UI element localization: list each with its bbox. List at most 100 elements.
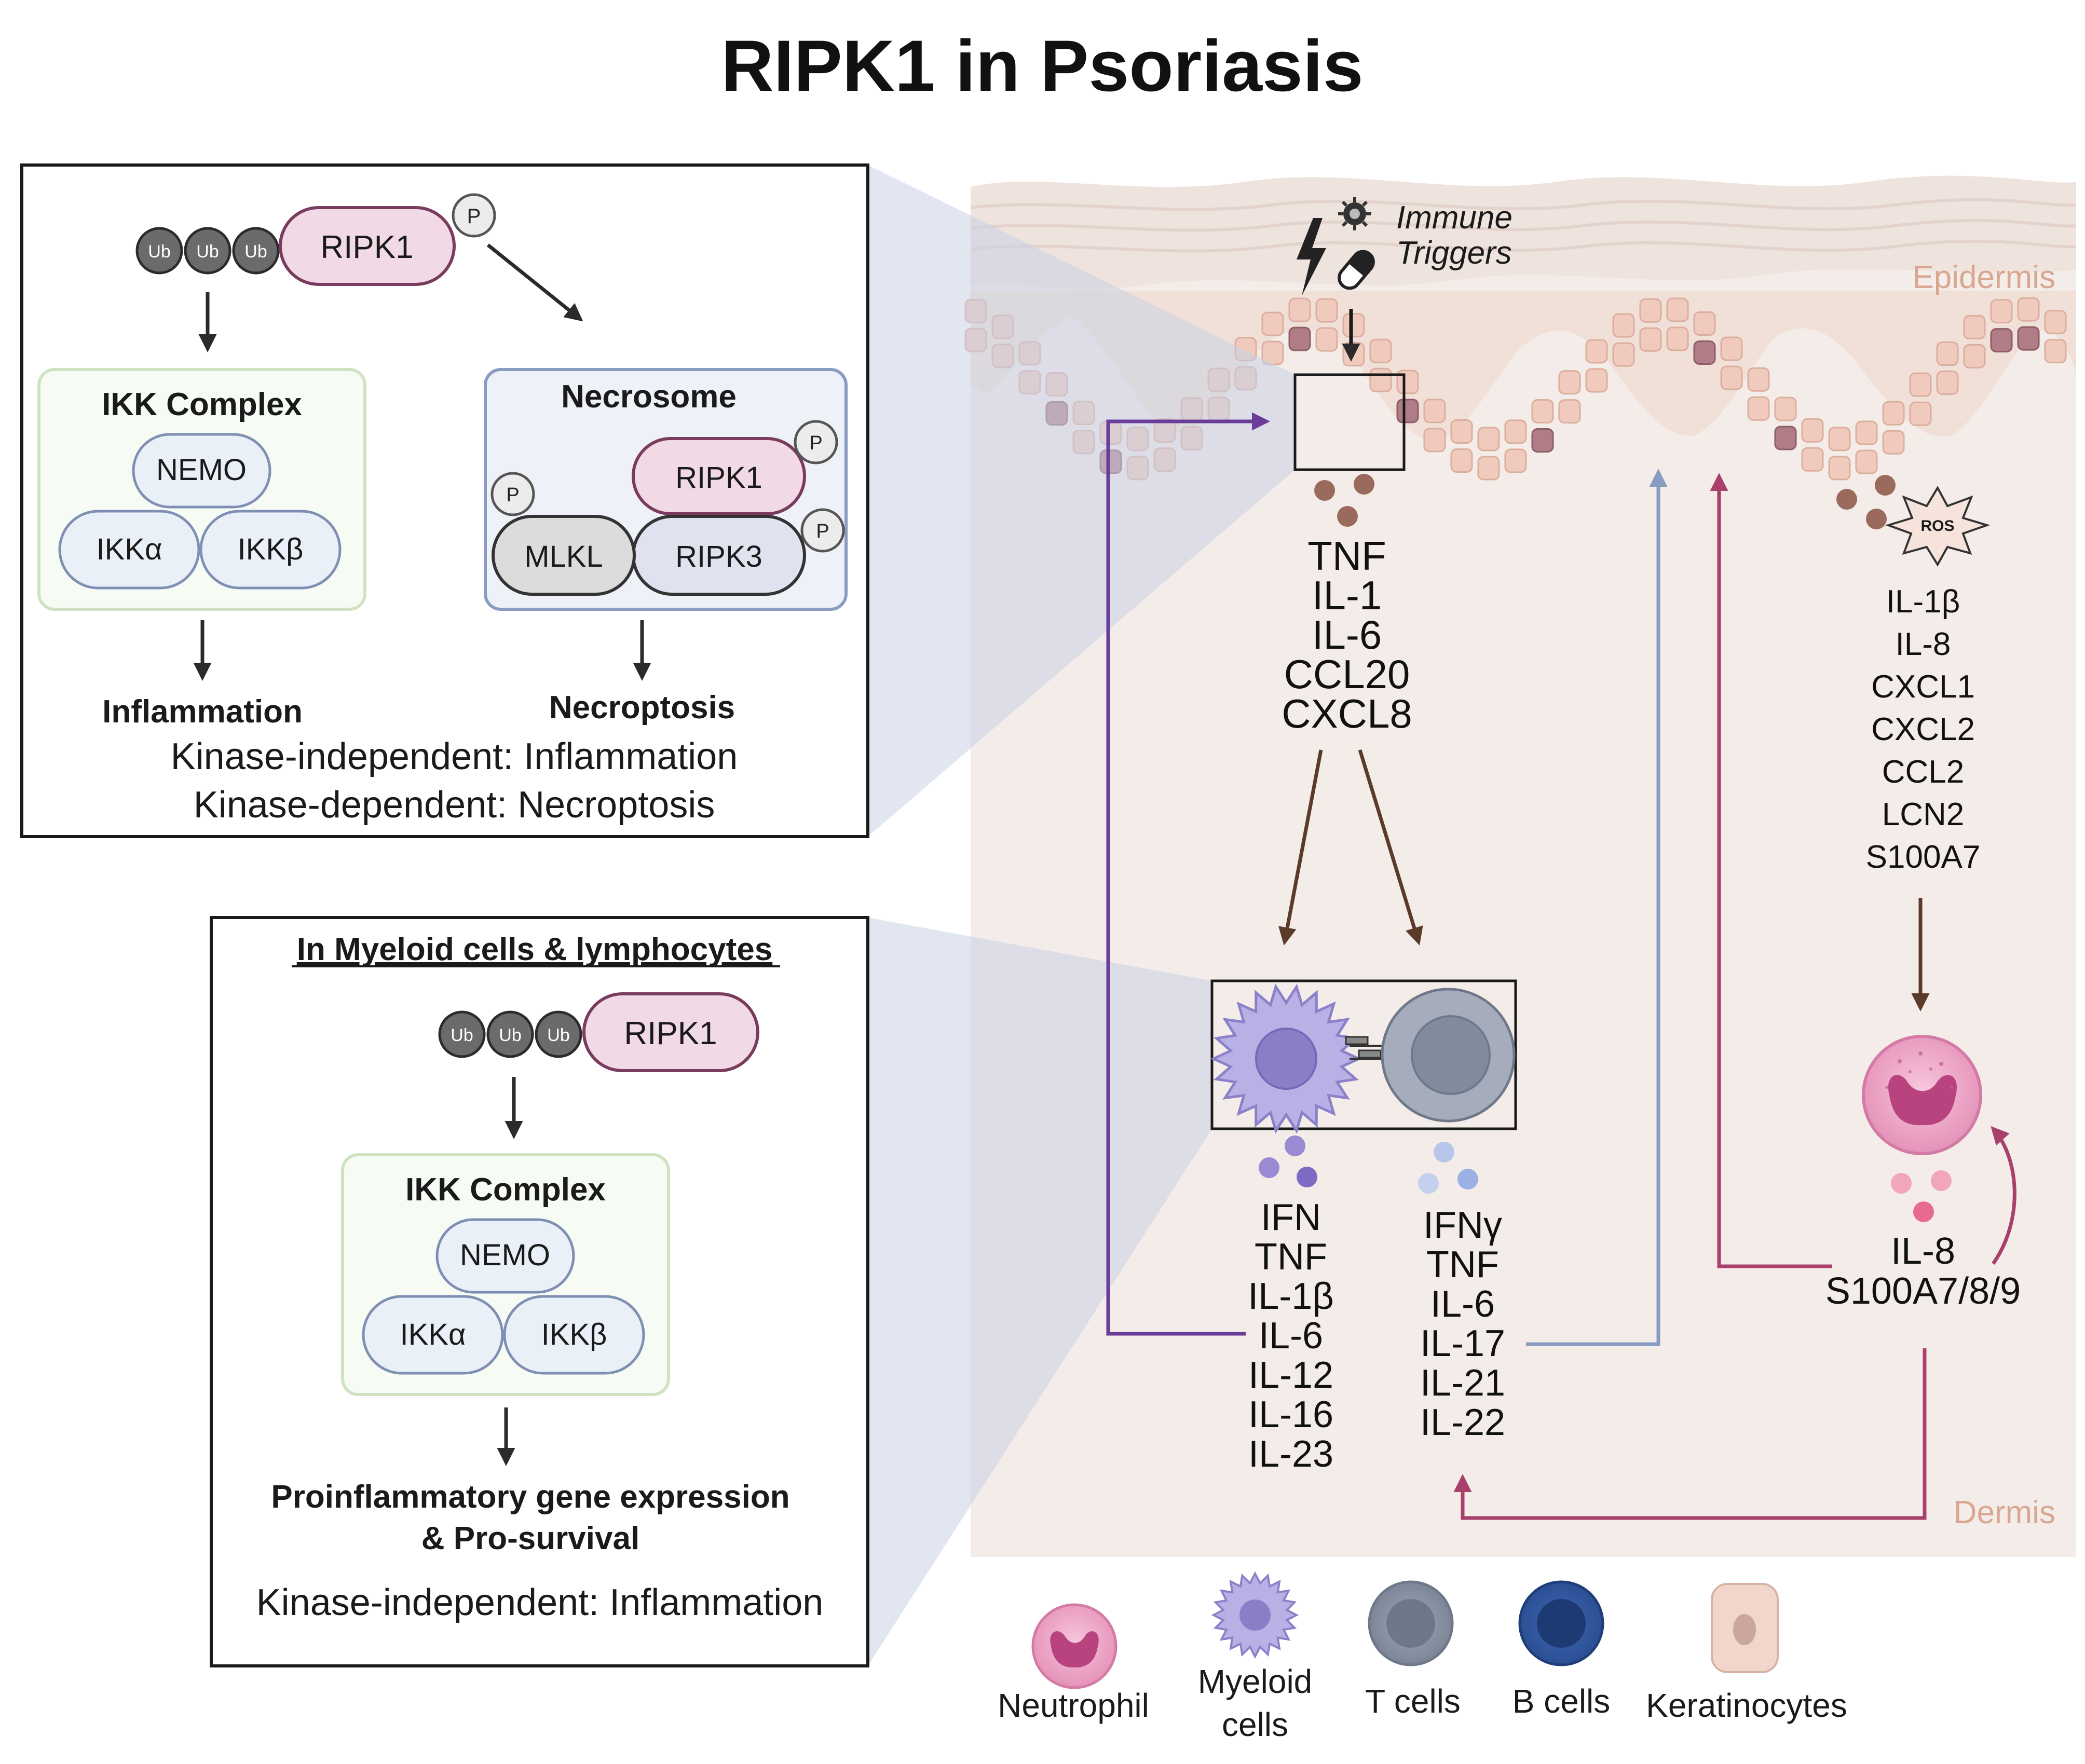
keratinocyte-cell <box>1747 396 1770 421</box>
legend-keratinocyte-icon <box>1711 1583 1779 1673</box>
keratinocyte-cell <box>1720 365 1743 390</box>
keratinocyte-cell <box>1612 313 1635 338</box>
phospho-icon <box>794 420 838 464</box>
keratinocyte-cell <box>1963 314 1986 339</box>
keratinocyte-cell <box>1990 299 2013 324</box>
keratinocyte-cell <box>1990 328 2013 353</box>
ikkb-protein <box>199 510 342 590</box>
ripk1-protein <box>582 992 759 1072</box>
dermis-label: Dermis <box>1954 1495 2055 1530</box>
myeloid-cytokine: IL-1β <box>1248 1276 1333 1317</box>
keratinocyte-cell <box>1801 447 1824 472</box>
necrosome-ripk1-label: RIPK1 <box>675 461 762 495</box>
legend-myeloid-icon <box>1211 1571 1299 1659</box>
tcell-cytokine: IL-6 <box>1430 1283 1495 1325</box>
keratinocyte-cell <box>1315 298 1338 323</box>
myeloid-cytokine: IL-16 <box>1248 1394 1333 1435</box>
keratinocyte-cell <box>1396 399 1419 423</box>
tcell-cytokine: IL-21 <box>1420 1362 1505 1404</box>
keratinocyte-cell <box>1477 456 1500 481</box>
keratinocyte-cell <box>1720 336 1743 361</box>
keratinocyte-cell <box>1450 448 1473 473</box>
myeloid-cell <box>1210 983 1362 1134</box>
stratum-corneum <box>971 175 2076 290</box>
myeloid-cytokine: IFN <box>1261 1197 1321 1238</box>
keratinocyte-cell <box>1801 418 1824 443</box>
ubiquitin-chain: Ub Ub Ub <box>135 227 280 275</box>
neutrophil-product-1: IL-8 <box>1891 1230 1955 1272</box>
note-kinase-independent: Kinase-independent: Inflammation <box>171 736 738 777</box>
panel-bottom-title: In Myeloid cells & lymphocytes <box>297 932 773 967</box>
keratinocyte-cell <box>2017 326 2040 351</box>
ubiquitin-icon <box>135 227 183 275</box>
figure-title: RIPK1 in Psoriasis <box>721 25 1363 106</box>
arrow-cytokines-to-tcell <box>1358 749 1423 946</box>
keratinocyte-cell <box>1531 399 1554 424</box>
nemo-label: NEMO <box>460 1238 550 1272</box>
virus-icon <box>1338 197 1371 230</box>
arrow-cytokines-to-myeloid <box>1278 749 1323 946</box>
ub-label: Ub <box>547 1025 569 1045</box>
keratinocyte-cell <box>1261 311 1284 336</box>
keratinocyte-cell <box>1774 426 1797 450</box>
phospho-icon <box>452 193 496 238</box>
outcome-necroptosis: Necroptosis <box>549 690 735 726</box>
tcell-cytokine: TNF <box>1426 1244 1499 1286</box>
feedback-arrow-tcell <box>1526 469 1668 1346</box>
immune-synapse-box <box>1210 979 1517 1130</box>
keratinocyte-cell <box>1747 367 1770 392</box>
nemo-protein <box>132 433 271 509</box>
legend-bcell-label: B cells <box>1512 1683 1611 1720</box>
keratinocyte-cell <box>1396 370 1419 394</box>
phospho-label: P <box>506 484 519 506</box>
legend-neutrophil-icon <box>1031 1603 1118 1689</box>
keratinocyte-cytokine: IL-1 <box>1312 572 1382 618</box>
keratinocyte-cell <box>1369 367 1392 392</box>
keratinocyte-cell <box>1774 396 1797 421</box>
keratinocyte-cell <box>1369 338 1392 363</box>
keratinocyte-cell <box>2044 339 2067 364</box>
myeloid-cytokine: IL-6 <box>1259 1315 1323 1357</box>
phospho-icon <box>800 508 845 553</box>
ikkb-protein <box>503 1295 645 1375</box>
ros-cytokine: S100A7 <box>1866 839 1981 875</box>
keratinocyte-cell <box>1288 297 1311 322</box>
skin-section <box>964 175 2077 1557</box>
feedback-arrow-neutrophil-tcell <box>1453 1348 1927 1520</box>
keratinocyte-cell <box>1531 428 1554 453</box>
necrosome-ripk1 <box>632 437 806 515</box>
immune-triggers-line1: Immune <box>1396 200 1512 236</box>
keratinocyte-cell <box>1477 427 1500 452</box>
keratinocyte-cytokine: IL-6 <box>1312 612 1382 658</box>
keratinocyte-cytokine: CXCL8 <box>1282 691 1412 736</box>
phospho-label: P <box>816 521 829 542</box>
keratinocyte-cell <box>1504 419 1527 444</box>
ubiquitin-icon <box>438 1010 486 1058</box>
ubiquitin-icon <box>535 1010 582 1058</box>
neutrophil-product-2: S100A7/8/9 <box>1825 1270 2021 1312</box>
ub-label: Ub <box>451 1025 473 1045</box>
phospho-label: P <box>467 205 481 228</box>
ikk-complex-title: IKK Complex <box>102 387 302 422</box>
feedback-arrow-myeloid <box>1106 412 1270 1336</box>
epidermis-ridges <box>971 291 2076 441</box>
keratinocyte-cell <box>1882 401 1905 426</box>
necrosome-ripk3-label: RIPK3 <box>675 540 762 573</box>
keratinocyte-granules <box>1314 474 1374 527</box>
keratinocyte-cell <box>1882 430 1905 455</box>
legend-keratinocyte-label: Keratinocytes <box>1646 1687 1847 1724</box>
nemo-label: NEMO <box>156 453 247 487</box>
necrosome-title: Necrosome <box>561 379 737 415</box>
myeloid-cytokine: TNF <box>1255 1236 1327 1278</box>
ubiquitin-icon <box>486 1010 534 1058</box>
ub-label: Ub <box>499 1025 521 1045</box>
keratinocyte-cell <box>1315 327 1338 352</box>
keratinocyte-cell <box>1693 311 1716 336</box>
legend-myeloid-label: Myeloid <box>1198 1663 1313 1700</box>
necrosome-mlkl-label: MLKL <box>524 540 603 573</box>
keratinocyte-cell <box>1585 339 1608 364</box>
keratinocyte-cell <box>1585 368 1608 393</box>
nemo-protein <box>435 1218 575 1294</box>
